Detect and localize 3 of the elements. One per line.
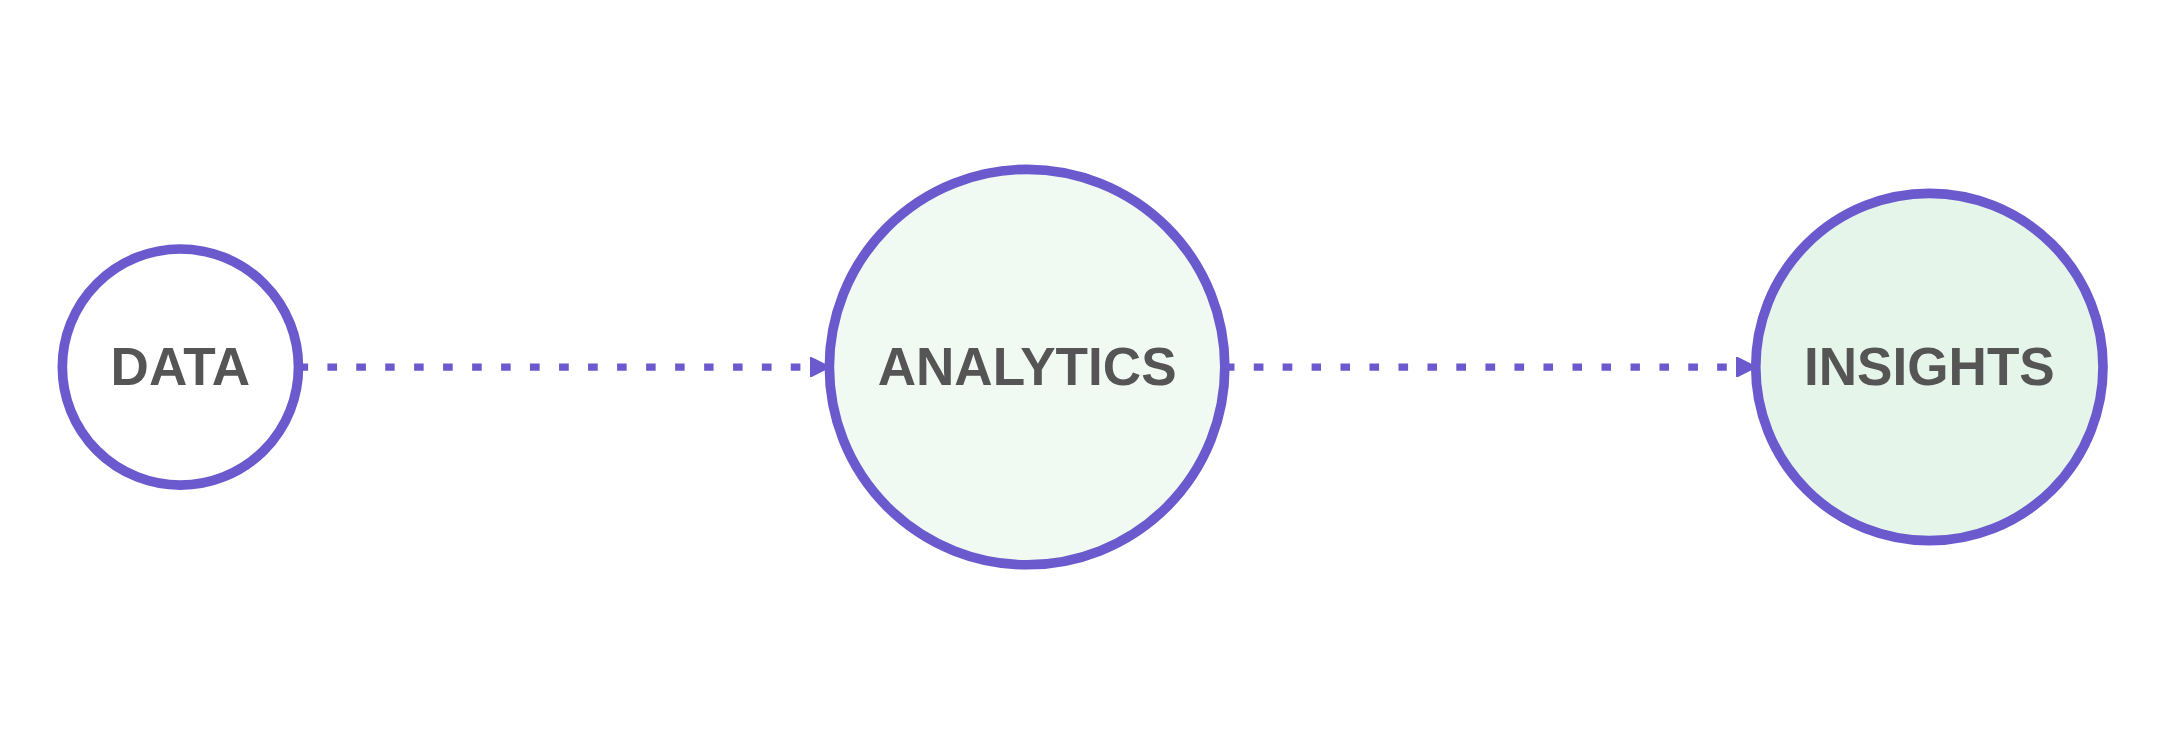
node-circle: DATA xyxy=(57,244,304,491)
node-circle: ANALYTICS xyxy=(824,164,1230,571)
node-circle: INSIGHTS xyxy=(1751,189,2109,546)
